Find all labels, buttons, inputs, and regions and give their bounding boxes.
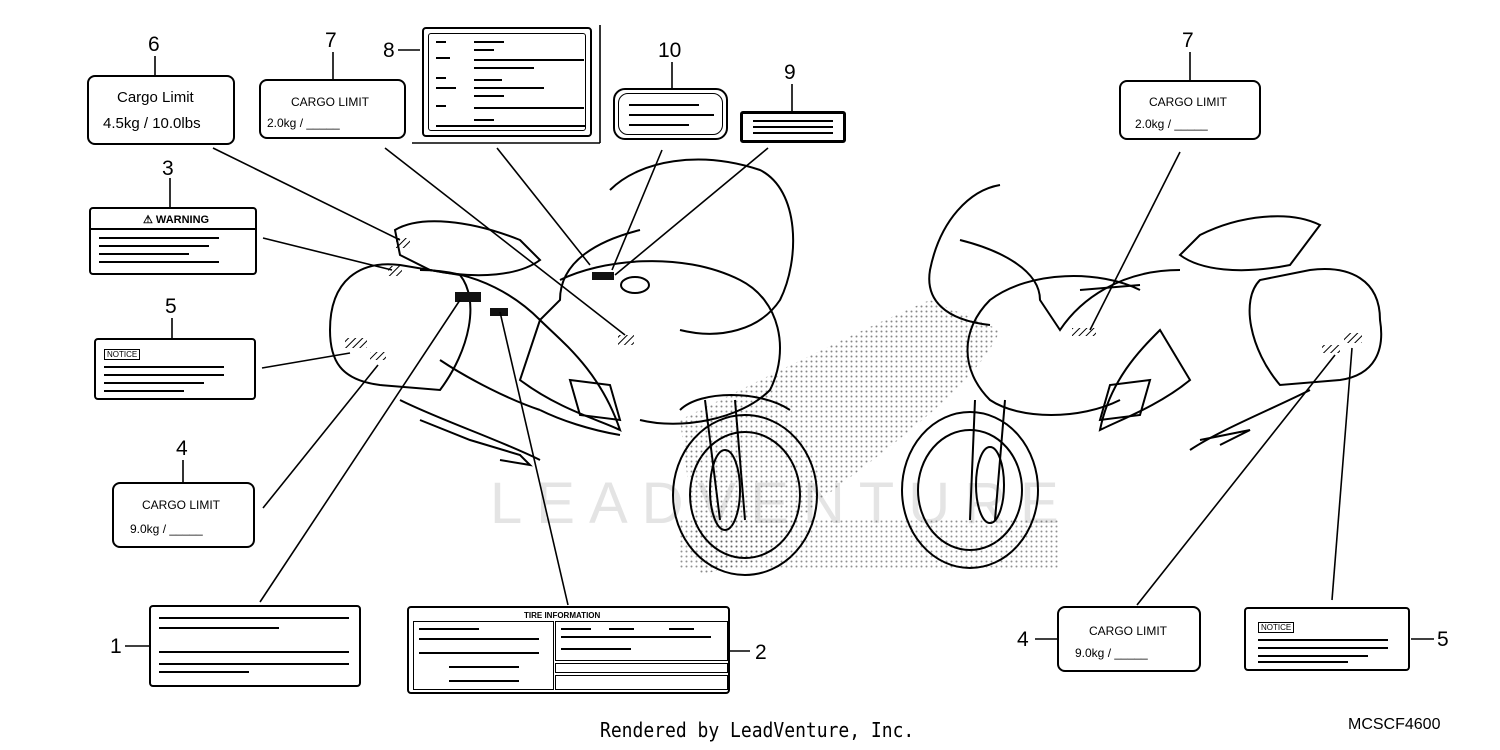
label-8 xyxy=(422,27,592,137)
label-5-left-tag: NOTICE xyxy=(104,349,141,360)
label-4-left-cargo-limit: CARGO LIMIT 9.0kg / _____ xyxy=(112,482,255,548)
right-motorcycle xyxy=(901,184,1383,569)
label-5-left-notice: NOTICE xyxy=(94,338,256,400)
callout-9: 9 xyxy=(784,61,796,84)
callout-1: 1 xyxy=(110,635,122,658)
callout-4-right: 4 xyxy=(1017,628,1029,651)
label-7-left-value: 2.0kg / _____ xyxy=(267,116,340,130)
label-7-left-cargo-limit: CARGO LIMIT 2.0kg / _____ xyxy=(259,79,406,139)
label-7-right-value: 2.0kg / _____ xyxy=(1135,117,1208,131)
label-3-title: ⚠ WARNING xyxy=(143,214,210,226)
callout-4-left: 4 xyxy=(176,437,188,460)
label-4-right-title: CARGO LIMIT xyxy=(1089,624,1168,638)
callout-3: 3 xyxy=(162,157,174,180)
label-10 xyxy=(613,88,728,140)
label-4-left-value: 9.0kg / _____ xyxy=(130,522,203,536)
callout-7-left: 7 xyxy=(325,29,337,52)
label-2-tire-information: TIRE INFORMATION xyxy=(407,606,730,694)
label-4-right-value: 9.0kg / _____ xyxy=(1075,646,1148,660)
label-2-title: TIRE INFORMATION xyxy=(524,611,601,620)
diagram-code: MCSCF4600 xyxy=(1348,716,1441,733)
label-4-right-cargo-limit: CARGO LIMIT 9.0kg / _____ xyxy=(1057,606,1201,672)
label-6-title: Cargo Limit xyxy=(117,89,194,106)
callout-5-left: 5 xyxy=(165,295,177,318)
callout-8: 8 xyxy=(383,39,395,62)
label-7-right-title: CARGO LIMIT xyxy=(1149,95,1228,109)
leader-lines xyxy=(212,25,1353,606)
label-7-left-title: CARGO LIMIT xyxy=(291,95,370,109)
label-5-right-tag: NOTICE xyxy=(1258,622,1295,633)
label-4-left-title: CARGO LIMIT xyxy=(142,498,221,512)
callout-10: 10 xyxy=(658,39,682,62)
left-motorcycle xyxy=(328,158,818,576)
callout-7-right: 7 xyxy=(1182,29,1194,52)
label-6-cargo-limit: Cargo Limit 4.5kg / 10.0lbs xyxy=(87,75,235,145)
callout-5-right: 5 xyxy=(1437,628,1449,651)
label-7-right-cargo-limit: CARGO LIMIT 2.0kg / _____ xyxy=(1119,80,1261,140)
label-6-value: 4.5kg / 10.0lbs xyxy=(103,115,201,132)
callout-6: 6 xyxy=(148,33,160,56)
rendered-by-credit: Rendered by LeadVenture, Inc. xyxy=(600,718,915,742)
label-1 xyxy=(149,605,361,687)
label-9 xyxy=(740,111,846,143)
label-5-right-notice: NOTICE xyxy=(1244,607,1410,671)
label-3-warning: ⚠ WARNING xyxy=(89,207,257,275)
callout-2: 2 xyxy=(755,641,767,664)
